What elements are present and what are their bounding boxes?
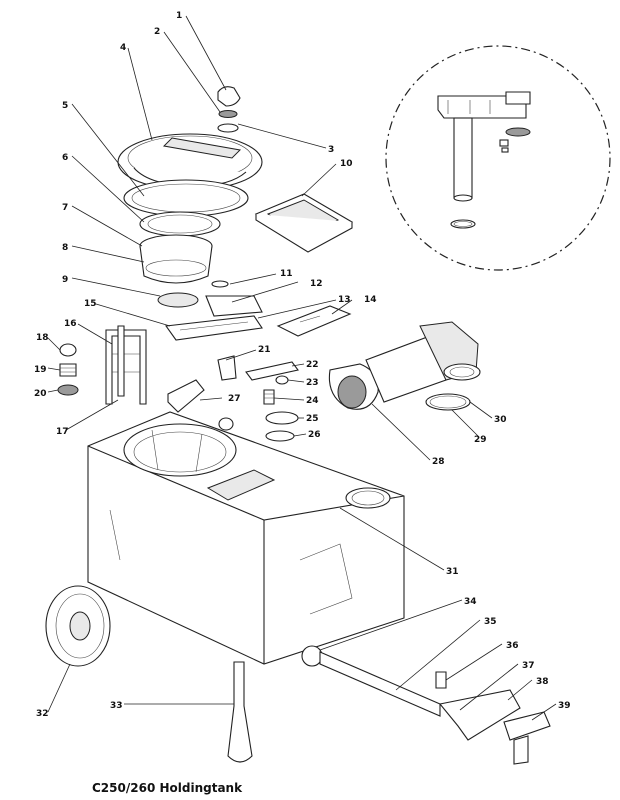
callout-1: 1: [176, 11, 182, 21]
callout-37: 37: [522, 661, 535, 671]
callout-numbers: 1 2 3 4 5 6 7 8 9 10 11 12 13 14 15 16 1…: [34, 11, 571, 719]
callout-12: 12: [310, 279, 323, 289]
callout-33: 33: [110, 701, 123, 711]
callout-23: 23: [306, 378, 319, 388]
wheel: [45, 585, 111, 667]
callout-8: 8: [62, 243, 68, 253]
callout-15: 15: [84, 299, 97, 309]
flap: [276, 305, 352, 337]
callout-18: 18: [36, 333, 49, 343]
callout-32: 32: [36, 709, 49, 719]
callout-34: 34: [464, 597, 477, 607]
callout-21: 21: [258, 345, 271, 355]
slide-rail: [301, 645, 551, 765]
mid-parts: [167, 355, 299, 442]
callout-6: 6: [62, 153, 68, 163]
callout-19: 19: [34, 365, 47, 375]
callout-7: 7: [62, 203, 68, 213]
callout-9: 9: [62, 275, 68, 285]
callout-14: 14: [364, 295, 377, 305]
cover-plate: [254, 193, 354, 253]
callout-4: 4: [120, 43, 126, 53]
handle: [227, 661, 253, 763]
callout-24: 24: [306, 396, 319, 406]
callout-13: 13: [338, 295, 351, 305]
callout-11: 11: [280, 269, 293, 279]
callout-28: 28: [432, 457, 445, 467]
callout-3: 3: [328, 145, 334, 155]
callout-5: 5: [62, 101, 68, 111]
callout-27: 27: [228, 394, 241, 404]
callout-31: 31: [446, 567, 459, 577]
callout-20: 20: [34, 389, 47, 399]
callout-17: 17: [56, 427, 69, 437]
callout-35: 35: [484, 617, 497, 627]
callout-2: 2: [154, 27, 160, 37]
frame-and-fittings: [57, 325, 147, 405]
detail-inset: [385, 45, 611, 271]
lid-assembly: [117, 86, 263, 308]
callout-25: 25: [306, 414, 319, 424]
callout-10: 10: [340, 159, 353, 169]
valve-parts: [165, 280, 263, 341]
callout-26: 26: [308, 430, 321, 440]
outlet-pipe: [328, 321, 481, 411]
callout-36: 36: [506, 641, 519, 651]
callout-39: 39: [558, 701, 571, 711]
callout-22: 22: [306, 360, 319, 370]
leader-lines: [47, 15, 557, 721]
holding-tank: [87, 411, 405, 665]
diagram-caption: C250/260 Holdingtank: [92, 781, 243, 795]
callout-30: 30: [494, 415, 507, 425]
callout-38: 38: [536, 677, 549, 687]
callout-16: 16: [64, 319, 77, 329]
callout-29: 29: [474, 435, 487, 445]
